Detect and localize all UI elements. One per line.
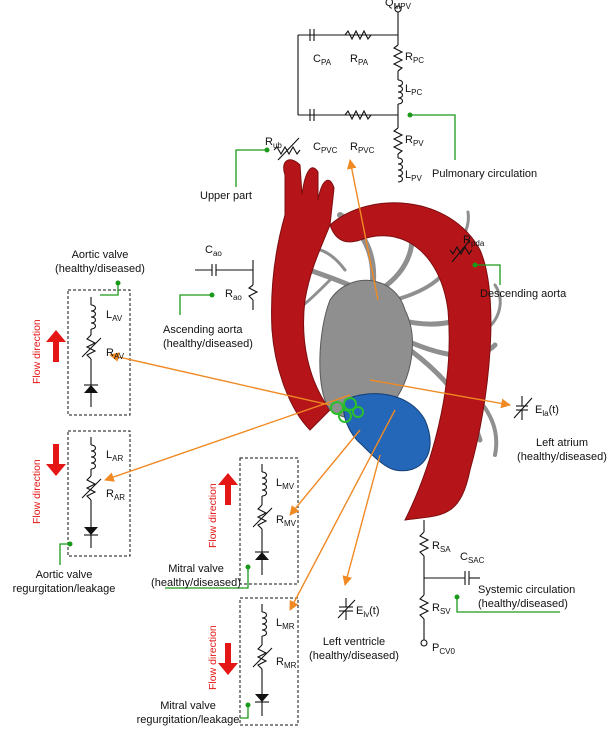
label-c-pvc: CPVC	[313, 141, 338, 155]
pulmonary-circuit	[298, 6, 403, 182]
label-r-sa: RSA	[432, 540, 451, 554]
region-mitral-regurg-1: Mitral valve	[160, 700, 216, 712]
region-left-ventricle-2: (healthy/diseased)	[309, 650, 399, 662]
label-l-pc: LPC	[405, 83, 422, 97]
region-systemic-2: (healthy/diseased)	[478, 598, 568, 610]
label-r-ar: RAR	[106, 488, 125, 502]
label-c-pa: CPA	[313, 53, 332, 67]
label-c-sac: CSAC	[460, 551, 485, 565]
label-r-pvc: RPVC	[350, 141, 375, 155]
flow-label-aortic-regurg: Flow direction	[31, 459, 43, 524]
label-r-mv: RMV	[276, 514, 297, 528]
region-aortic-2: (healthy/diseased)	[55, 263, 145, 275]
region-ascending-1: Ascending aorta	[163, 324, 243, 336]
label-l-mv: LMV	[276, 477, 295, 491]
region-systemic-1: Systemic circulation	[478, 584, 575, 596]
label-p-cv0: PCV0	[432, 642, 455, 656]
heart-anatomy	[272, 160, 501, 520]
region-aortic-regurg-2: regurgitation/leakage	[13, 583, 116, 595]
label-r-pa: RPA	[350, 53, 369, 67]
region-pulmonary: Pulmonary circulation	[432, 168, 537, 180]
region-descending: Descending aorta	[480, 288, 567, 300]
region-ascending-2: (healthy/diseased)	[163, 338, 253, 350]
label-l-mr: LMR	[276, 617, 295, 631]
region-mitral-1: Mitral valve	[168, 563, 224, 575]
label-l-av: LAV	[106, 309, 123, 323]
region-mitral-regurg-2: regurgitation/leakage	[137, 714, 240, 726]
flow-arrow-mitral-regurg	[218, 643, 238, 675]
label-l-pv: LPV	[405, 169, 422, 183]
flow-arrow-aortic	[46, 330, 66, 362]
label-r-ub: Rub	[265, 136, 282, 150]
region-upper: Upper part	[200, 190, 252, 202]
label-r-mr: RMR	[276, 656, 297, 670]
region-aortic-1: Aortic valve	[72, 249, 129, 261]
label-r-pc: RPC	[405, 51, 424, 65]
label-q-mpv: QMPV	[385, 0, 412, 11]
region-left-atrium-2: (healthy/diseased)	[517, 451, 607, 463]
label-e-lv: Elv(t)	[356, 605, 380, 619]
ascending-circuit	[195, 260, 257, 310]
label-r-pv: RPV	[405, 134, 424, 148]
label-l-ar: LAR	[106, 449, 123, 463]
label-r-sv: RSV	[432, 602, 451, 616]
label-r-ao: Rao	[225, 288, 242, 302]
flow-label-mitral-regurg: Flow direction	[207, 625, 219, 690]
flow-arrow-aortic-regurg	[46, 444, 66, 476]
flow-label-mitral: Flow direction	[207, 483, 219, 548]
systemic-circuit	[420, 520, 480, 646]
label-c-ao: Cao	[205, 244, 222, 258]
region-left-ventricle-1: Left ventricle	[323, 636, 385, 648]
region-aortic-regurg-1: Aortic valve	[36, 569, 93, 581]
e-la-capacitor	[514, 396, 532, 420]
region-left-atrium-1: Left atrium	[536, 437, 588, 449]
label-e-la: Ela(t)	[535, 404, 559, 418]
flow-label-aortic: Flow direction	[31, 319, 43, 384]
label-r-pda: Rpda	[463, 234, 485, 248]
region-mitral-2: (healthy/diseased)	[151, 577, 241, 589]
label-r-av: RAV	[106, 347, 125, 361]
flow-arrow-mitral	[218, 473, 238, 505]
e-lv-capacitor	[338, 598, 355, 620]
